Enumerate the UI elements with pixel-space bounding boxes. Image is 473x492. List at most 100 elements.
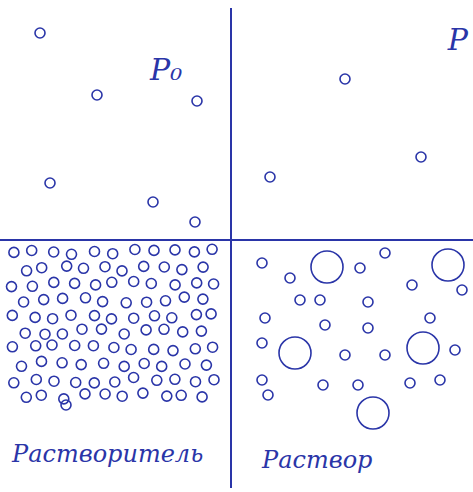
solvent-molecule — [168, 346, 178, 356]
solvent-molecule — [37, 263, 47, 273]
solvent-molecule — [157, 361, 167, 371]
vapor-molecule — [35, 28, 45, 38]
solvent-molecule — [100, 389, 110, 399]
solvent-molecule — [380, 350, 390, 360]
solvent-molecule — [121, 298, 131, 308]
solvent-molecule — [191, 310, 201, 320]
solvent-molecule — [99, 358, 109, 368]
solvent-molecule — [435, 375, 445, 385]
solvent-molecule — [58, 293, 68, 303]
solvent-molecule — [30, 312, 40, 322]
solvent-molecule — [129, 313, 139, 323]
solvent-molecule — [263, 390, 273, 400]
solvent-molecule — [90, 311, 100, 321]
solvent-molecule — [177, 265, 187, 275]
vapor-molecule — [265, 172, 275, 182]
solvent-molecule — [318, 380, 328, 390]
solvent-molecule — [149, 344, 159, 354]
solvent-molecule — [48, 314, 58, 324]
solvent-molecule — [7, 310, 17, 320]
solvent-molecule — [340, 350, 350, 360]
solvent-molecule — [450, 345, 460, 355]
solvent-molecule — [139, 261, 149, 271]
solvent-molecule — [355, 263, 365, 273]
solvent-molecule — [207, 244, 217, 254]
solvent-molecule — [67, 249, 77, 259]
solvent-molecule — [146, 279, 156, 289]
solvent-molecule — [39, 295, 49, 305]
solvent-molecule — [31, 341, 41, 351]
solvent-molecule — [109, 343, 119, 353]
solvent-molecule — [209, 279, 219, 289]
solvent-molecule — [170, 280, 180, 290]
vapor-molecule — [192, 96, 202, 106]
vapor-molecule — [92, 90, 102, 100]
region-label: Растворитель — [12, 440, 203, 468]
solvent-molecule — [66, 310, 76, 320]
solvent-molecule — [7, 342, 17, 352]
solvent-molecule — [19, 297, 29, 307]
solvent-molecule — [176, 390, 186, 400]
solvent-molecule — [150, 311, 160, 321]
solvent-molecule — [285, 273, 295, 283]
solvent-molecule — [49, 247, 59, 257]
solvent-molecule — [81, 293, 91, 303]
solvent-molecule — [129, 373, 139, 383]
solvent-molecule — [139, 359, 149, 369]
solvent-molecule — [320, 320, 330, 330]
solvent-molecule — [170, 374, 180, 384]
solvent-molecule — [257, 375, 267, 385]
solvent-molecule — [257, 258, 267, 268]
solvent-molecule — [79, 263, 89, 273]
solvent-molecule — [191, 377, 201, 387]
pressure-label: P₀ — [150, 52, 182, 87]
vapor-molecule — [340, 74, 350, 84]
solvent-molecule — [20, 328, 30, 338]
solvent-molecule — [178, 327, 188, 337]
solvent-molecule — [61, 400, 71, 410]
solvent-molecule — [88, 341, 98, 351]
solvent-molecule — [295, 295, 305, 305]
solvent-molecule — [209, 375, 219, 385]
liquid-surface — [0, 239, 473, 241]
solvent-molecule — [152, 375, 162, 385]
solvent-molecule — [149, 245, 159, 255]
solvent-molecule — [189, 247, 199, 257]
vapor-molecule — [148, 197, 158, 207]
solvent-molecule — [70, 341, 80, 351]
solute-molecule — [357, 397, 389, 429]
solvent-molecule — [107, 277, 117, 287]
pressure-label: P — [448, 22, 468, 57]
solvent-molecule — [40, 329, 50, 339]
solvent-molecule — [76, 360, 86, 370]
solvent-molecule — [27, 246, 37, 256]
solvent-molecule — [49, 277, 59, 287]
solvent-molecule — [353, 380, 363, 390]
solute-molecule — [311, 251, 343, 283]
solvent-molecule — [97, 324, 107, 334]
region-label: Раствор — [262, 446, 372, 474]
solvent-molecule — [36, 390, 46, 400]
solvent-molecule — [59, 394, 69, 404]
solvent-molecule — [198, 262, 208, 272]
solvent-molecule — [90, 247, 100, 257]
solvent-molecule — [22, 266, 32, 276]
solvent-molecule — [407, 280, 417, 290]
solvent-molecule — [201, 360, 211, 370]
solvent-molecule — [161, 296, 171, 306]
solvent-molecule — [62, 261, 72, 271]
solvent-molecule — [126, 345, 136, 355]
solvent-molecule — [9, 378, 19, 388]
solvent-molecule — [405, 378, 415, 388]
solvent-molecule — [107, 314, 117, 324]
solvent-molecule — [159, 324, 169, 334]
solvent-molecule — [141, 325, 151, 335]
solvent-molecule — [31, 375, 41, 385]
solvent-molecule — [142, 297, 152, 307]
solvent-molecule — [80, 389, 90, 399]
solvent-molecule — [119, 361, 129, 371]
solvent-molecule — [98, 297, 108, 307]
vapor-molecule — [45, 178, 55, 188]
solvent-molecule — [17, 361, 27, 371]
